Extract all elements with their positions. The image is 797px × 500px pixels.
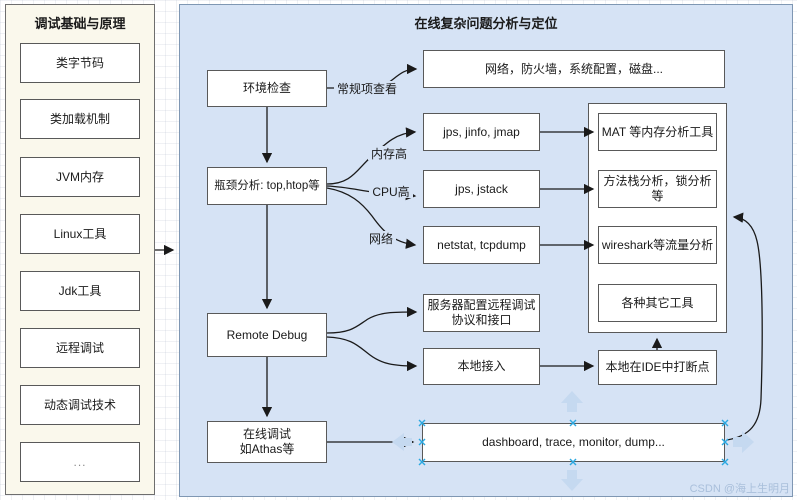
left-panel-debug-basics[interactable]: 调试基础与原理 类字节码 类加载机制 JVM内存 Linux工具 Jdk工具 远…	[5, 4, 155, 495]
edge-label-memory-high[interactable]: 内存高	[368, 146, 410, 161]
node-jvm-memory[interactable]: JVM内存	[20, 157, 140, 197]
node-jps-jstack[interactable]: jps, jstack	[423, 170, 540, 208]
node-server-config[interactable]: 服务器配置远程调试 协议和接口	[423, 294, 540, 332]
right-panel-title: 在线复杂问题分析与定位	[414, 16, 558, 31]
node-jdk-tools[interactable]: Jdk工具	[20, 271, 140, 311]
node-remote-debugging[interactable]: 远程调试	[20, 328, 140, 368]
edge-label-network[interactable]: 网络	[366, 231, 396, 246]
node-linux-tools[interactable]: Linux工具	[20, 214, 140, 254]
edge-label-cpu-high[interactable]: CPU高	[369, 184, 413, 199]
csdn-watermark: CSDN @海上生明月	[689, 483, 790, 495]
node-remote-debug[interactable]: Remote Debug	[207, 313, 327, 357]
node-dashboard-commands[interactable]: dashboard, trace, monitor, dump...	[422, 423, 725, 462]
node-ellipsis[interactable]: ...	[20, 442, 140, 482]
node-local-ide-breakpoint[interactable]: 本地在IDE中打断点	[598, 350, 717, 385]
node-mat-tools[interactable]: MAT 等内存分析工具	[598, 113, 717, 151]
tools-container[interactable]: MAT 等内存分析工具 方法栈分析，锁分析等 wireshark等流量分析 各种…	[588, 103, 727, 333]
node-jps-jinfo-jmap[interactable]: jps, jinfo, jmap	[423, 113, 540, 151]
node-dynamic-debug[interactable]: 动态调试技术	[20, 385, 140, 425]
node-online-debug[interactable]: 在线调试 如Athas等	[207, 421, 327, 463]
node-bottleneck-analysis[interactable]: 瓶颈分析: top,htop等	[207, 167, 327, 205]
node-other-tools[interactable]: 各种其它工具	[598, 284, 717, 322]
edge-label-regular-check[interactable]: 常规项查看	[334, 81, 400, 96]
node-local-access[interactable]: 本地接入	[423, 348, 540, 385]
node-network-firewall[interactable]: 网络，防火墙，系统配置，磁盘...	[423, 50, 725, 88]
node-class-loading[interactable]: 类加载机制	[20, 99, 140, 139]
node-netstat-tcpdump[interactable]: netstat, tcpdump	[423, 226, 540, 264]
node-class-bytecode[interactable]: 类字节码	[20, 43, 140, 83]
node-method-stack-analysis[interactable]: 方法栈分析，锁分析等	[598, 170, 717, 208]
node-env-check[interactable]: 环境检查	[207, 70, 327, 107]
left-panel-title: 调试基础与原理	[34, 16, 126, 31]
node-wireshark-analysis[interactable]: wireshark等流量分析	[598, 226, 717, 264]
